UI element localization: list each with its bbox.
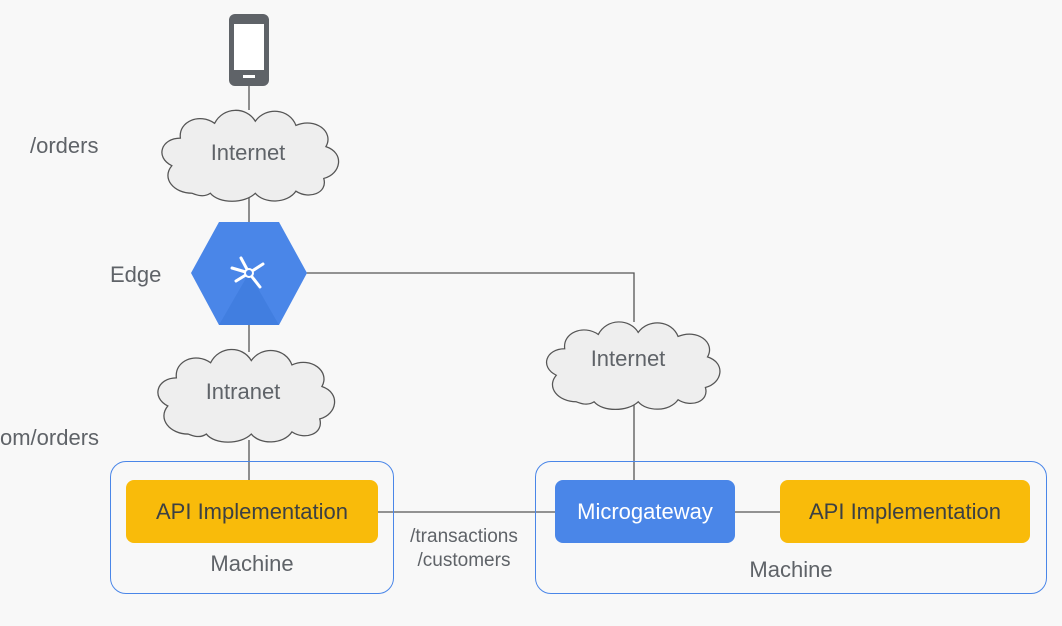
internal-orders-path-label: om/orders <box>0 425 100 450</box>
left-machine-label: Machine <box>210 551 294 576</box>
internet-cloud-label: Internet <box>210 140 286 165</box>
right-machine-container <box>535 461 1047 594</box>
internet-cloud-icon <box>161 109 340 202</box>
right-api-implementation-box[interactable]: API Implementation <box>780 480 1030 543</box>
smartphone-icon <box>229 14 269 86</box>
apigee-edge-icon <box>191 222 307 325</box>
intranet-cloud-label: Intranet <box>205 379 281 404</box>
left-api-implementation-box[interactable]: API Implementation <box>126 480 378 543</box>
microgateway-box[interactable]: Microgateway <box>555 480 735 543</box>
right-machine-label: Machine <box>749 557 833 582</box>
left-machine-container <box>110 461 394 594</box>
customers-path-label: /customers <box>417 550 511 571</box>
intranet-cloud-icon <box>157 348 336 443</box>
edge-label: Edge <box>110 262 162 287</box>
edge-to-right-internet-line <box>306 272 635 322</box>
shared-paths-label: /transactions /customers <box>398 525 530 573</box>
right-internet-cloud-label: Internet <box>590 346 666 371</box>
right-internet-cloud-icon <box>545 321 721 411</box>
transactions-path-label: /transactions <box>410 526 518 547</box>
orders-path-label: /orders <box>30 133 99 158</box>
